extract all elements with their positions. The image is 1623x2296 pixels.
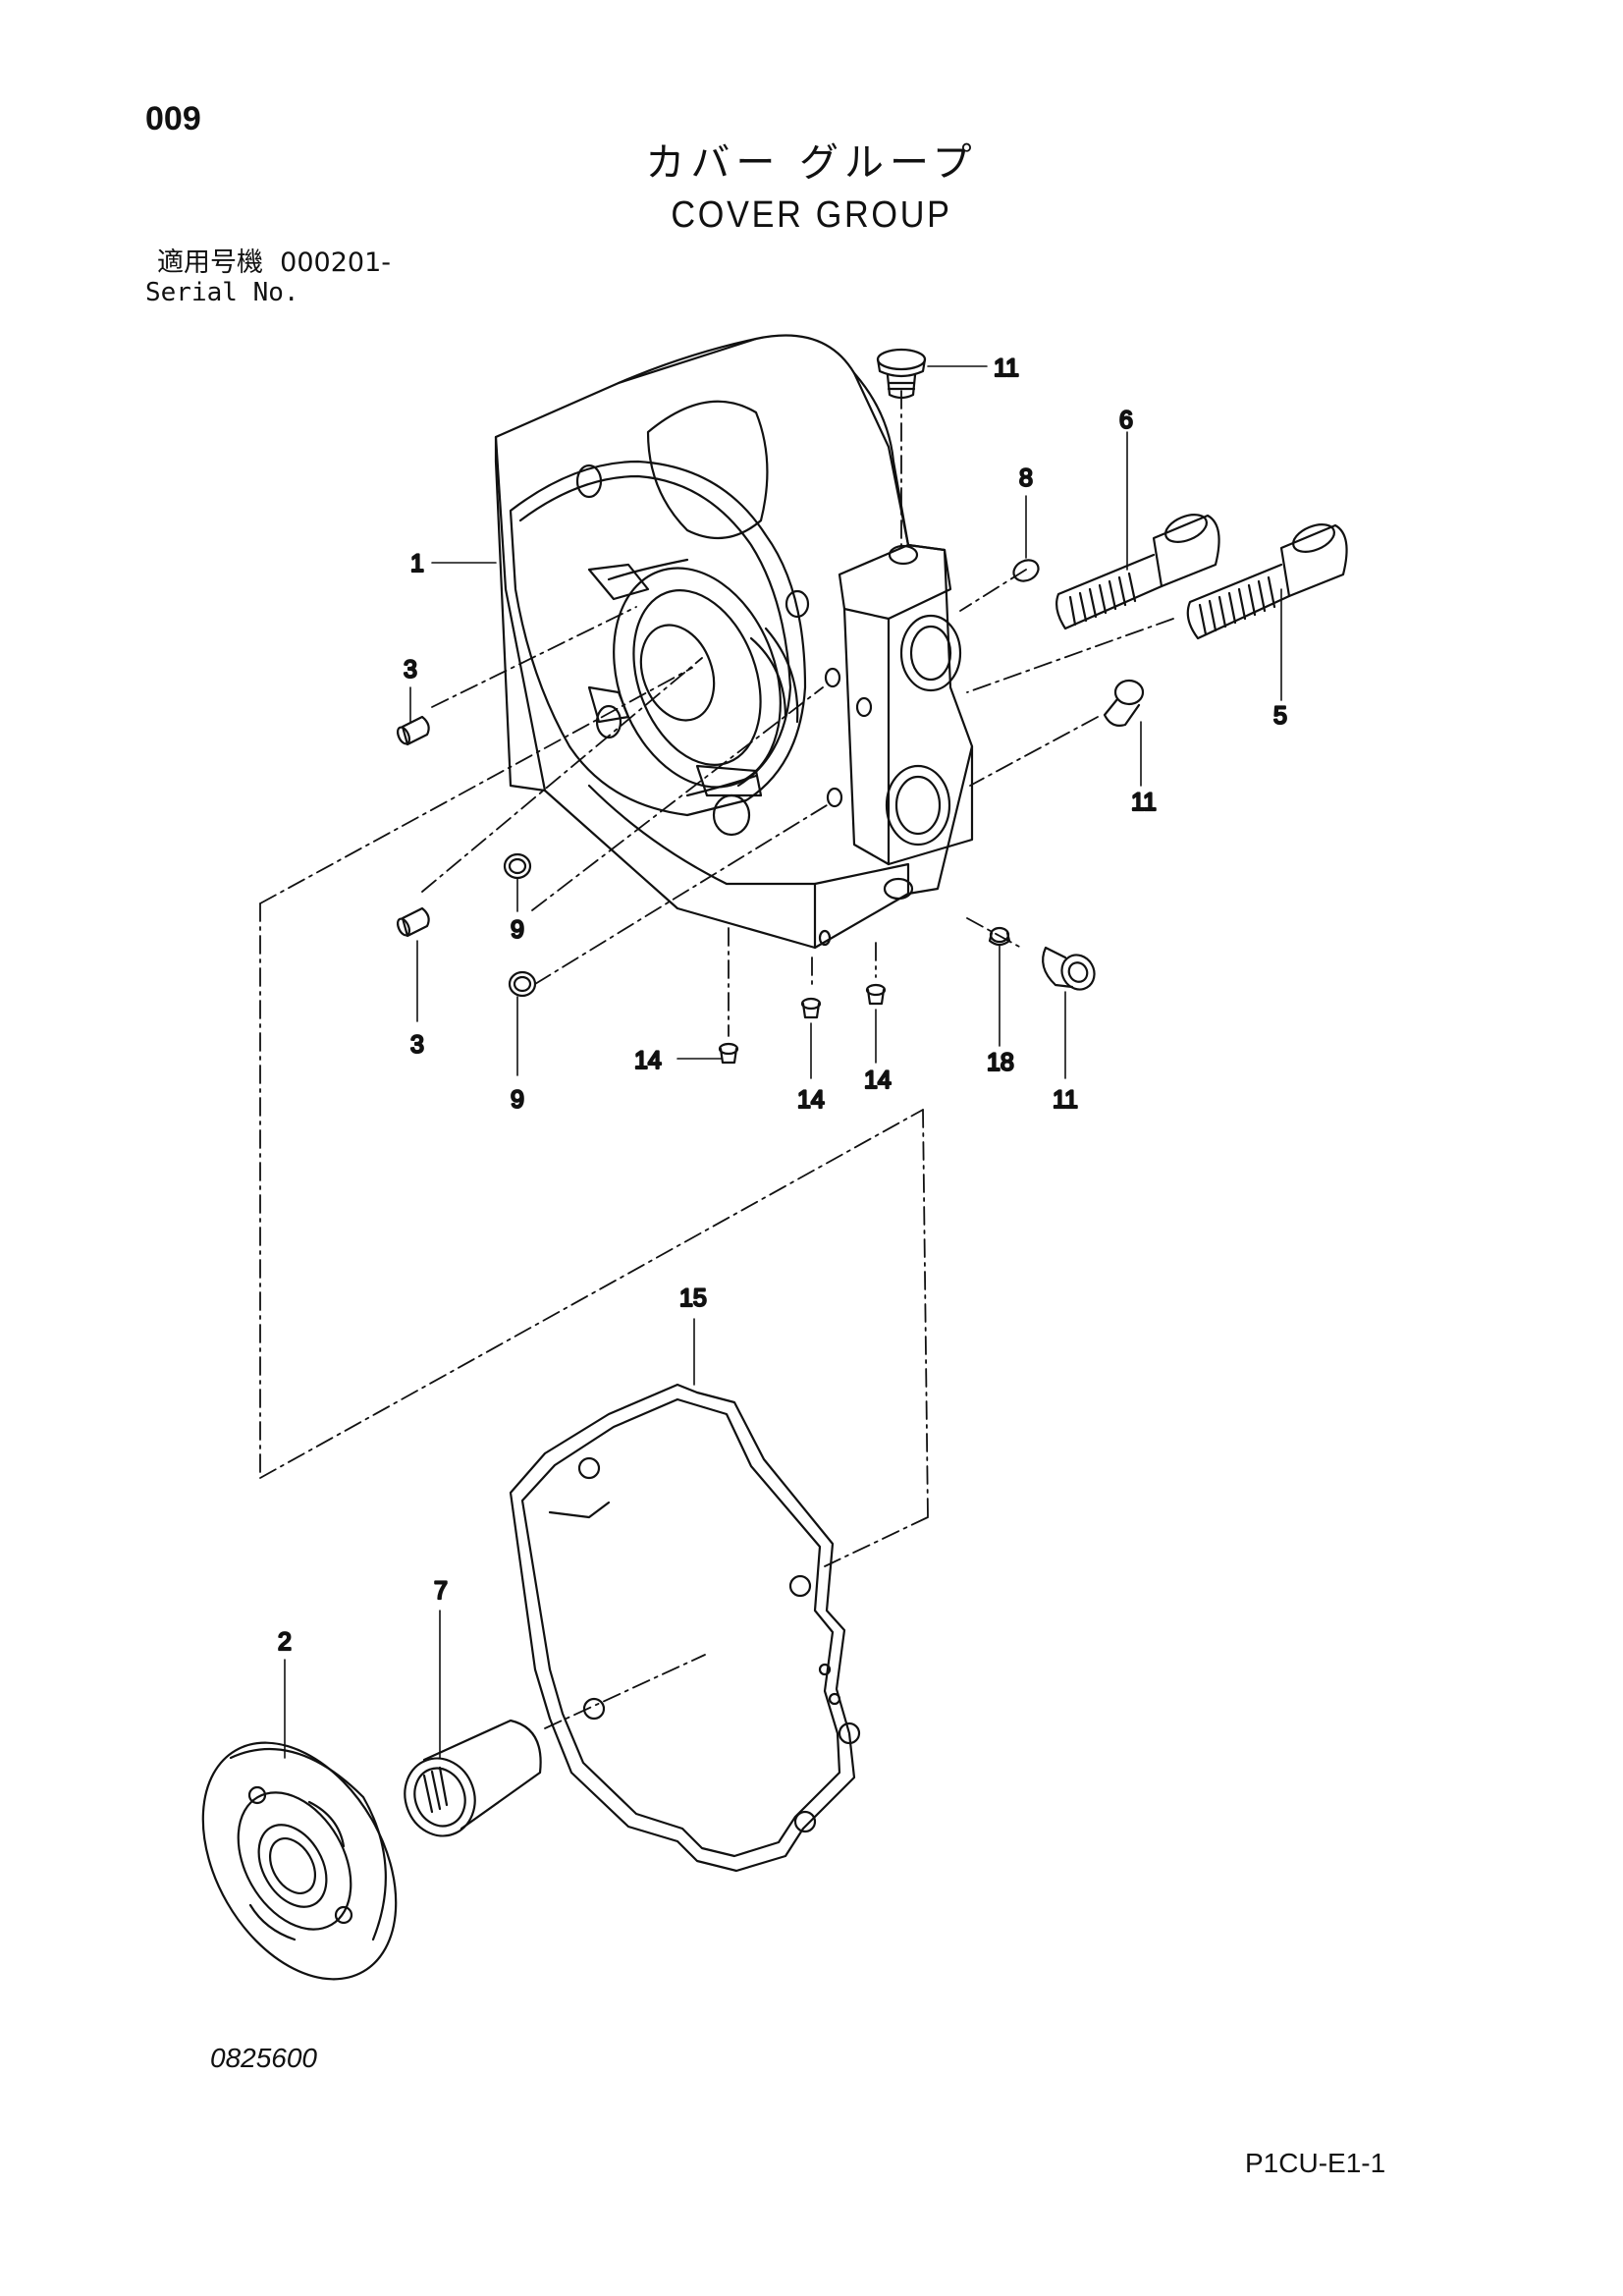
callout-1: 1	[410, 550, 424, 577]
callout-2: 2	[278, 1628, 292, 1656]
callout-6: 6	[1119, 407, 1133, 434]
leader-lines	[259, 390, 1174, 1729]
title-japanese: カバー グループ	[645, 140, 978, 186]
callout-18: 18	[987, 1049, 1014, 1076]
page-reference: P1CU-E1-1	[1245, 2148, 1386, 2178]
ring-9-lower	[508, 970, 537, 998]
callout-14-mid: 14	[797, 1086, 825, 1114]
serial-label-english: Serial No.	[145, 278, 299, 307]
ring-9-upper	[503, 852, 532, 880]
callout-11-right: 11	[1131, 789, 1157, 816]
callout-15: 15	[679, 1285, 707, 1312]
title-english: COVER GROUP	[671, 194, 952, 236]
page-number: 009	[145, 100, 201, 137]
plug-11-right	[1103, 679, 1145, 727]
callout-leaders	[284, 365, 1282, 1759]
screw-14-left	[718, 1042, 739, 1065]
callout-3-lower: 3	[410, 1031, 424, 1059]
bearing-plate-2	[201, 1741, 398, 1981]
callout-7: 7	[434, 1577, 448, 1605]
plug-11-top	[876, 348, 927, 400]
callout-5: 5	[1273, 702, 1287, 730]
figure-code: 0825600	[210, 2043, 318, 2073]
bolt-5	[1186, 523, 1348, 640]
callout-3-upper: 3	[404, 656, 417, 683]
needle-bearing-7	[404, 1719, 542, 1837]
serial-value: 000201-	[280, 247, 391, 278]
callout-9-upper: 9	[511, 916, 524, 944]
gasket-15	[509, 1383, 861, 1873]
plug-11-bottom	[1042, 946, 1096, 991]
serial-label-jp: 適用号機	[157, 247, 263, 278]
bolt-6	[1055, 514, 1220, 630]
callout-14-right: 14	[864, 1066, 892, 1094]
callout-11-top: 11	[994, 355, 1019, 382]
pin-3-upper	[396, 715, 430, 746]
screw-14-right	[865, 983, 887, 1006]
callout-9-lower: 9	[511, 1086, 524, 1114]
callout-8: 8	[1019, 465, 1033, 492]
pin-3-lower	[396, 906, 430, 938]
o-ring-8	[1012, 559, 1040, 582]
serial-label-japanese: 適用号機 000201-	[157, 249, 391, 276]
callout-11-bottom: 11	[1053, 1086, 1078, 1114]
callout-14-left: 14	[634, 1047, 662, 1074]
screw-14-mid	[800, 997, 822, 1019]
